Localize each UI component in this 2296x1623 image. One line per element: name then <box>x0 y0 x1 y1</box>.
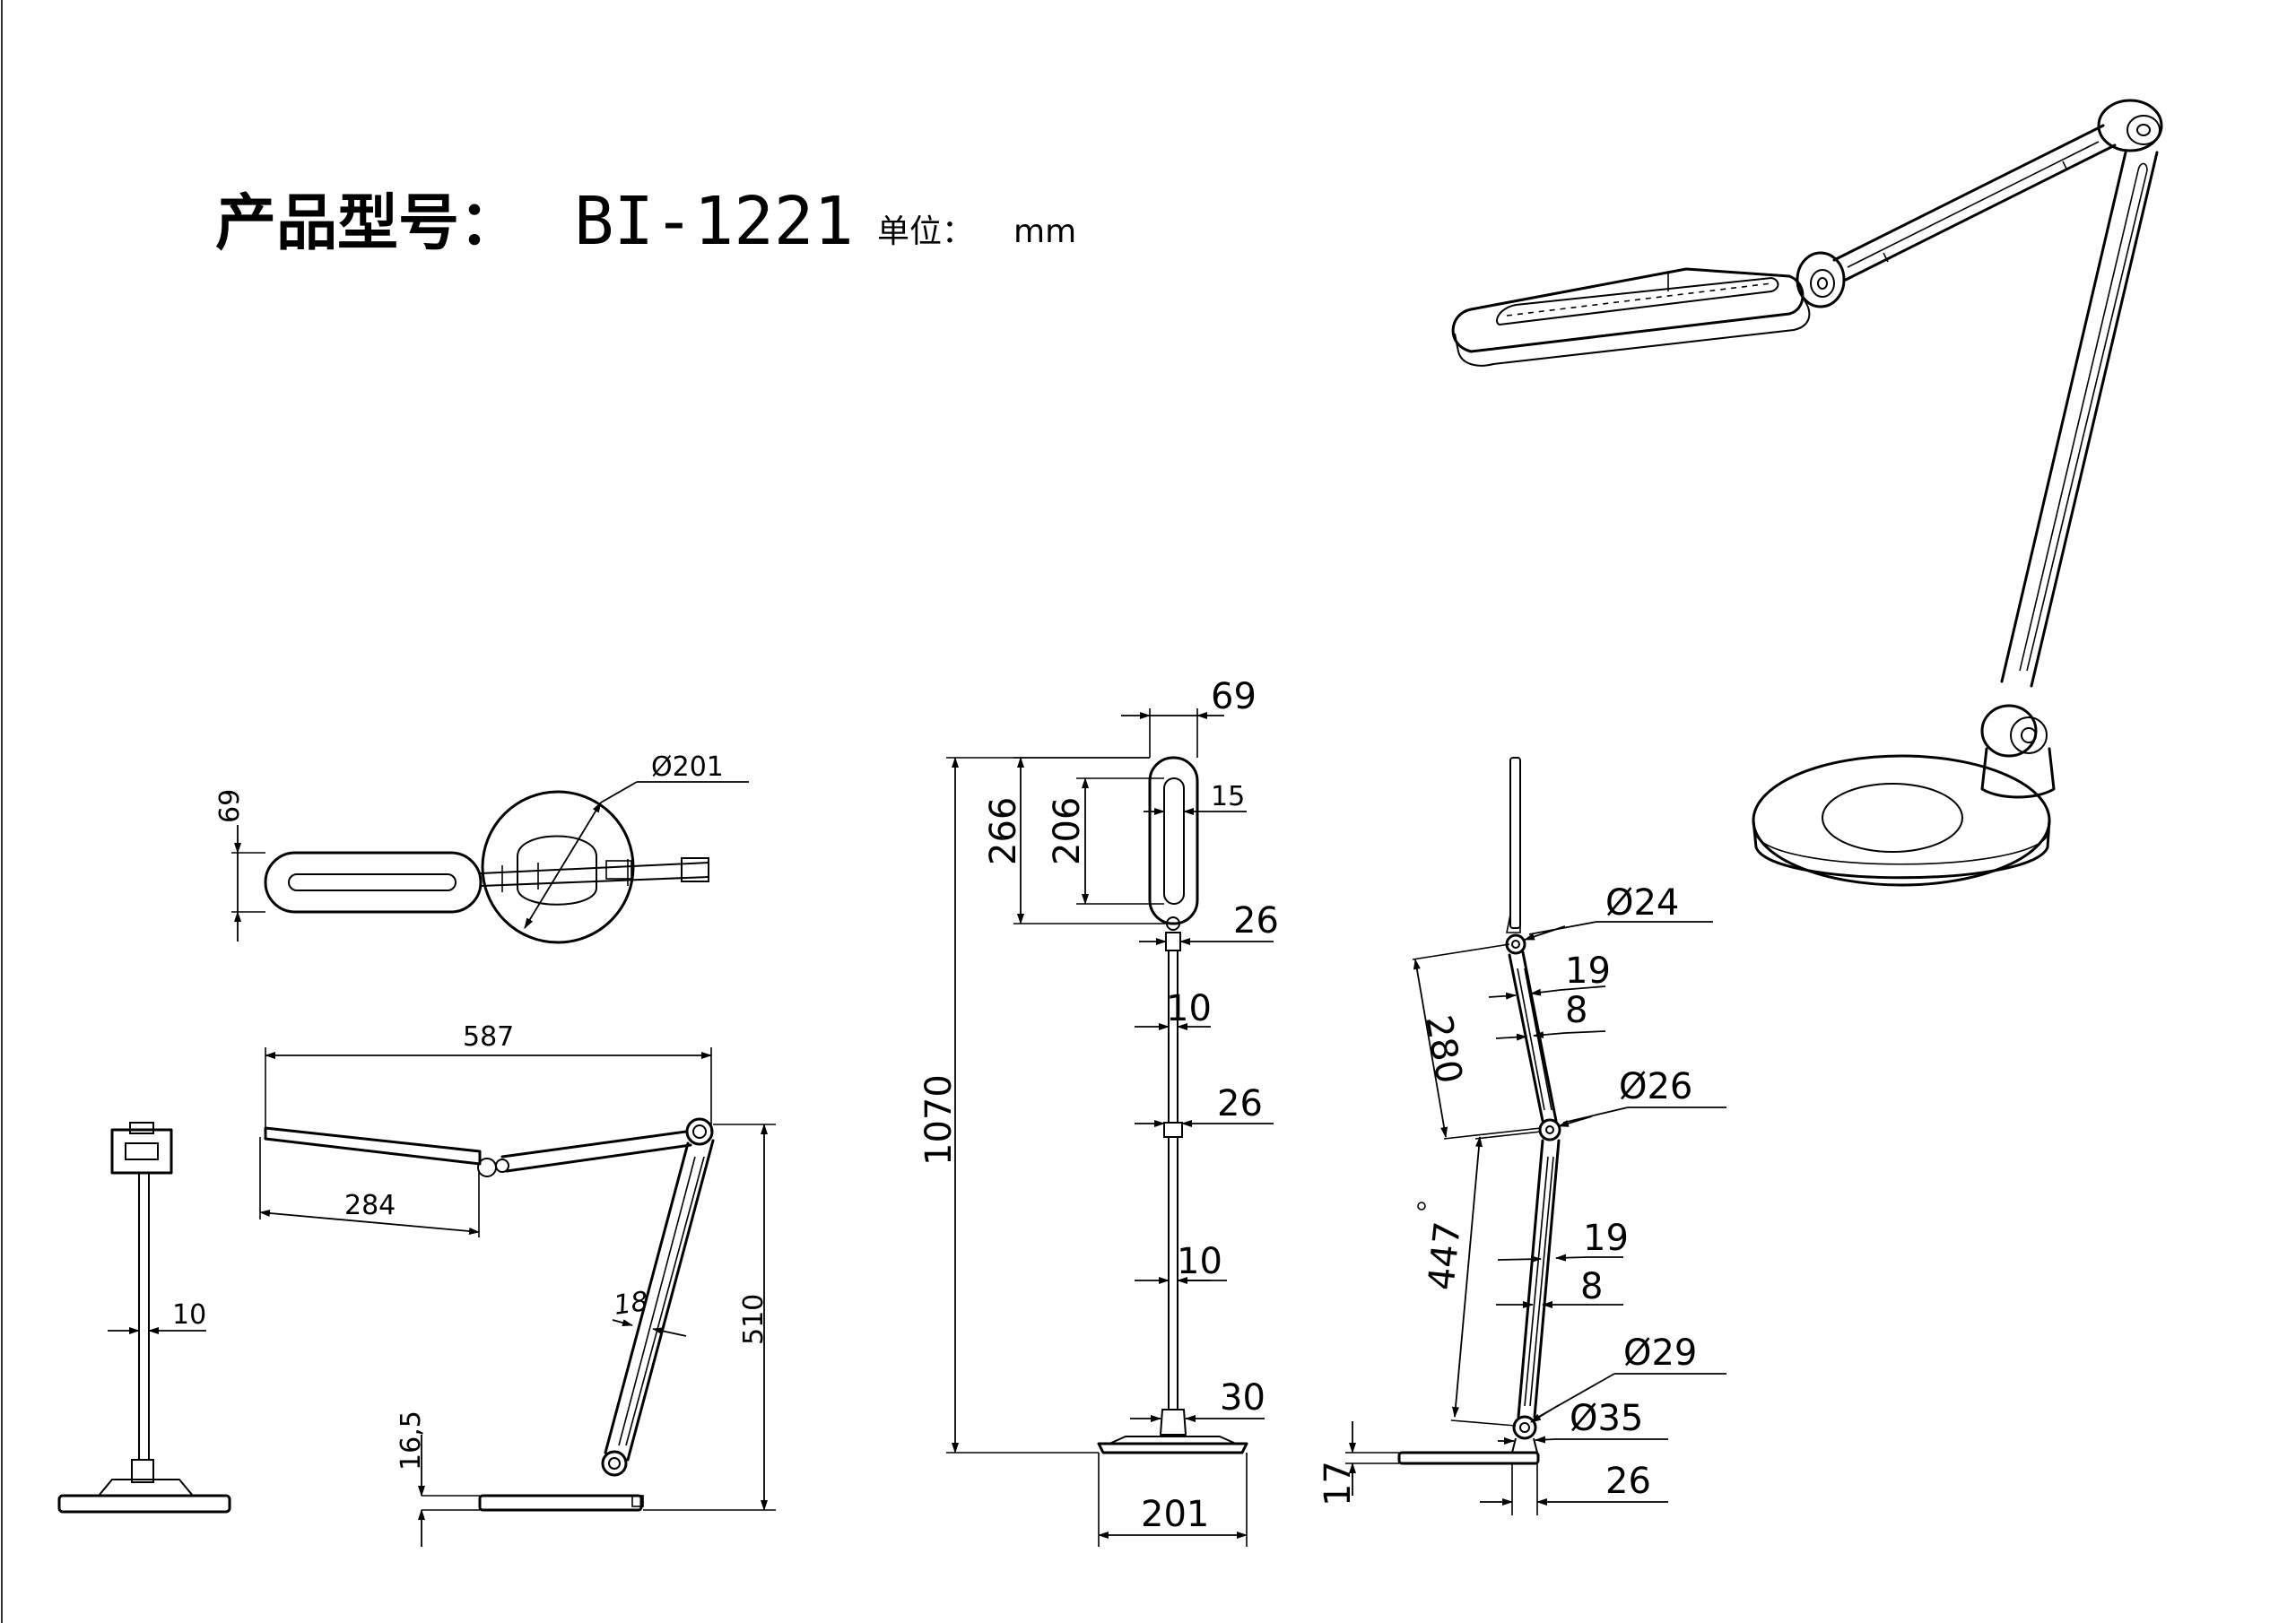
dim-side-height: 510 <box>643 1124 776 1511</box>
dim-profile-upper-arm-inner: 8 <box>1495 990 1606 1041</box>
dim-front-head-height: 266 <box>983 757 1166 924</box>
dim-front-arm-upper: 10 <box>1135 988 1212 1030</box>
dim-label: 8 <box>1565 990 1587 1031</box>
dim-profile-base-knob: Ø35 <box>1498 1398 1668 1445</box>
base-joint-3d <box>1980 704 2056 799</box>
dim-label: 19 <box>1583 1218 1629 1259</box>
dim-side-head-arm: 284 <box>259 1137 480 1237</box>
dim-label: 18 <box>612 1286 650 1322</box>
title-block: 产品型号： BI-1221 单位： mm <box>215 183 1076 260</box>
dim-side-arm-width: 18 <box>612 1286 687 1337</box>
front-view: 69 15 266 206 26 <box>918 676 1279 1547</box>
dim-back-arm: 10 <box>108 1299 206 1334</box>
dim-front-head-width: 69 <box>1121 676 1257 758</box>
dim-front-total-height: 1070 <box>918 757 1150 1454</box>
top-view-arm <box>480 857 709 892</box>
perspective-view <box>1451 99 2163 887</box>
dim-label: Ø26 <box>1619 1066 1692 1107</box>
dim-label: 1070 <box>918 1074 960 1166</box>
profile-view-head <box>1506 757 1521 933</box>
dim-front-arm-lower: 10 <box>1135 1241 1227 1284</box>
side-view: 587 284 18 510 16,5 <box>259 1021 776 1547</box>
upper-arm-3d <box>1832 124 2117 282</box>
dim-label: Ø24 <box>1605 882 1679 924</box>
lower-arm-3d <box>2000 151 2159 688</box>
dim-label: 19 <box>1565 950 1611 992</box>
dim-label: Ø201 <box>651 751 724 783</box>
dim-front-joint-upper: 26 <box>1139 900 1279 945</box>
dim-profile-upper-arm-outer: 19 <box>1488 950 1611 1000</box>
dim-top-base-diameter: Ø201 <box>524 751 749 929</box>
dim-label: 26 <box>1233 900 1279 942</box>
dim-front-joint-middle: 26 <box>1135 1083 1274 1127</box>
dim-profile-base-thickness: 17 <box>1318 1421 1399 1506</box>
dim-label: 10 <box>1177 1241 1222 1282</box>
dim-label: 206 <box>1047 797 1088 865</box>
dim-profile-lower-arm-length: 447 <box>1421 1131 1542 1427</box>
dim-label: 69 <box>1211 676 1257 717</box>
base-3d <box>1752 754 2051 887</box>
dim-front-slot-width: 15 <box>1144 781 1247 815</box>
model-number: BI-1221 <box>574 183 854 260</box>
dim-profile-upper-arm-length: 280 <box>1412 943 1542 1140</box>
front-view-base <box>1097 1436 1248 1454</box>
dim-label: Ø29 <box>1623 1332 1697 1374</box>
side-view-base <box>478 1494 644 1512</box>
reference-mark <box>1417 1202 1426 1211</box>
dim-label: 587 <box>463 1021 514 1053</box>
dim-label: 26 <box>1217 1083 1263 1124</box>
dim-label: 284 <box>344 1190 396 1221</box>
dim-label: 201 <box>1141 1494 1209 1535</box>
top-view: 69 Ø201 <box>214 751 749 944</box>
dim-label: 266 <box>983 797 1024 865</box>
dim-label: 15 <box>1211 781 1245 812</box>
dim-side-base-thickness: 16,5 <box>396 1410 480 1547</box>
profile-lower-arm <box>1517 1139 1561 1419</box>
dim-label: 26 <box>1605 1461 1651 1502</box>
side-view-upper-arm <box>495 1117 714 1173</box>
dim-label: 10 <box>1166 988 1212 1029</box>
profile-base <box>1397 1451 1540 1465</box>
elbow-joint-3d <box>2097 99 2163 152</box>
back-view-head <box>110 1122 173 1175</box>
dim-label: 510 <box>738 1294 770 1345</box>
dim-profile-joint-middle: Ø26 <box>1558 1066 1726 1127</box>
profile-joint-base <box>1510 1415 1539 1454</box>
front-view-head <box>1148 756 1199 931</box>
dim-side-reach: 587 <box>265 1021 712 1132</box>
dim-label: 30 <box>1220 1377 1265 1419</box>
dim-label: 447 <box>1421 1219 1469 1292</box>
model-label: 产品型号： <box>215 188 520 259</box>
unit-value: mm <box>1013 213 1076 250</box>
dim-profile-lower-arm-outer: 19 <box>1497 1218 1629 1263</box>
dim-label: 8 <box>1580 1266 1603 1307</box>
dim-profile-lower-arm-inner: 8 <box>1496 1266 1623 1308</box>
dim-top-head-height: 69 <box>214 789 265 942</box>
unit-label: 单位： <box>877 213 974 250</box>
head-joint-3d <box>1796 251 1846 308</box>
back-view-base <box>57 1479 231 1514</box>
dim-front-base-width: 201 <box>1098 1453 1248 1547</box>
dim-profile-joint-head: Ø24 <box>1524 882 1713 941</box>
top-view-head <box>264 851 483 914</box>
side-view-lower-arm <box>601 1139 715 1477</box>
side-view-head <box>264 1126 497 1177</box>
dim-label: 16,5 <box>396 1410 427 1471</box>
dim-front-slot-height: 206 <box>1047 777 1164 905</box>
lamp-head-3d <box>1451 267 1811 367</box>
dim-profile-base-post: 26 <box>1480 1461 1668 1515</box>
dim-front-base-joint: 30 <box>1130 1377 1265 1422</box>
profile-joint-middle <box>1538 1118 1561 1141</box>
dim-profile-joint-base: Ø29 <box>1530 1332 1726 1423</box>
back-view: 10 <box>57 1122 231 1514</box>
dim-label: 10 <box>172 1299 206 1331</box>
dim-label: 280 <box>1417 1012 1470 1087</box>
dim-label: Ø35 <box>1570 1398 1643 1439</box>
dim-label: 69 <box>214 789 246 823</box>
profile-view: Ø24 19 8 280 Ø26 <box>1318 757 1726 1515</box>
dim-label: 17 <box>1318 1461 1359 1506</box>
